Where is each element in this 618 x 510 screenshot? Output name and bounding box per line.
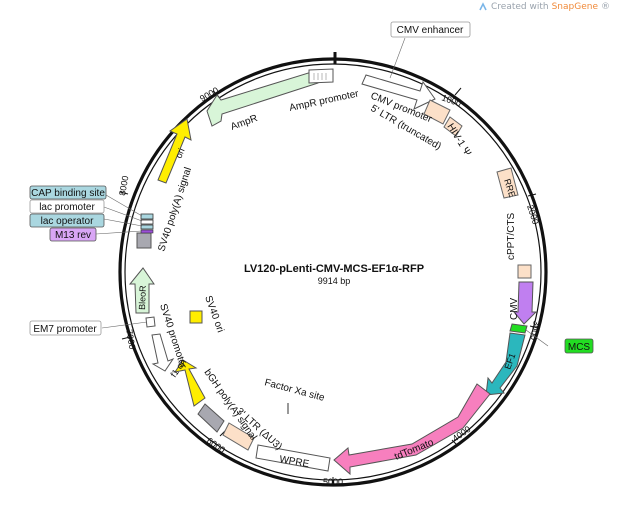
m13-rev-label: M13 rev <box>55 230 91 241</box>
rre-box[interactable] <box>496 167 519 199</box>
bgh-box[interactable] <box>197 403 225 433</box>
cap-label-box <box>29 185 107 200</box>
m13-rev-box[interactable] <box>140 229 154 234</box>
callout-lines <box>95 37 549 347</box>
em7-box[interactable] <box>145 316 156 328</box>
sv40-promoter-arrow[interactable] <box>151 333 175 372</box>
cmv-enhancer-arrow[interactable] <box>361 74 436 110</box>
registered-mark: ® <box>601 2 610 12</box>
hiv-psi-box[interactable] <box>443 116 463 137</box>
snapgene-logo-icon <box>479 2 487 11</box>
ampr-promoter-box[interactable] <box>308 68 334 84</box>
wpre-label: WPRE <box>278 454 310 470</box>
snapgene-watermark: Created with SnapGene® <box>478 2 610 12</box>
cmv-enhancer-label-box <box>390 21 471 38</box>
m13-label-box <box>49 227 97 242</box>
cmv-small-arrow[interactable] <box>512 281 538 325</box>
ampr-promoter-hatch <box>313 73 327 80</box>
ef1-arrow[interactable] <box>485 332 526 396</box>
cppt-box[interactable] <box>517 264 532 279</box>
tick-marks <box>119 87 539 485</box>
sv40-ori-box[interactable] <box>189 310 203 324</box>
lac-promoter-box[interactable] <box>140 219 154 225</box>
sv40-polya-box[interactable] <box>136 232 152 249</box>
cppt-label: cPPT/CTS <box>506 212 517 260</box>
lac-operator-label-box <box>29 213 105 228</box>
tick-label-5000: 5000 <box>323 477 343 487</box>
tick-label-3000: 3000 <box>529 320 542 341</box>
snapgene-brand: SnapGene <box>551 2 598 12</box>
lac-promoter-label-box <box>29 199 105 214</box>
plasmid-name: LV120-pLenti-CMV-MCS-EF1α-RFP <box>244 263 424 275</box>
mcs-label-box <box>564 338 594 354</box>
ori-label: ori <box>174 147 187 160</box>
mcs-box[interactable] <box>509 323 528 334</box>
ori-arrow[interactable] <box>157 118 192 184</box>
created-with-text: Created with <box>491 2 549 12</box>
cap-site-label: CAP binding site <box>31 188 105 199</box>
f1ori-arrow[interactable] <box>173 359 206 407</box>
wpre-box[interactable] <box>255 444 331 472</box>
tick-label-2000: 2000 <box>525 204 541 226</box>
tick-label-7000: 7000 <box>124 329 137 350</box>
mcs-label: MCS <box>568 342 591 353</box>
tdtomato-label: tdTomato <box>393 437 436 463</box>
lac-promoter-label: lac promoter <box>39 202 95 213</box>
ampr-label: AmpR <box>229 113 259 133</box>
factor-xa-label: Factor Xa site <box>263 377 326 404</box>
ltr3-box[interactable] <box>222 422 255 451</box>
cmv-enhancer-label: CMV enhancer <box>397 25 464 36</box>
tdtomato-arrow[interactable] <box>333 383 491 476</box>
bleor-arrow[interactable] <box>128 267 155 314</box>
ampr-arrow[interactable] <box>206 69 319 127</box>
em7-label-box <box>29 320 102 336</box>
em7-label: EM7 promoter <box>33 324 97 335</box>
cmv-small-label: CMV <box>509 297 520 320</box>
sv40-ori-label: SV40 ori <box>202 294 225 334</box>
ltr5-box[interactable] <box>423 99 451 125</box>
tick-label-6000: 6000 <box>205 435 227 455</box>
cap-site-box[interactable] <box>140 213 154 220</box>
bleor-label: BleoR <box>137 285 148 310</box>
tick-label-8000: 8000 <box>117 175 130 196</box>
plasmid-size: 9914 bp <box>318 276 351 286</box>
ampr-promoter-label: AmpR promoter <box>288 88 360 114</box>
lac-operator-label: lac operator <box>41 216 94 227</box>
lac-operator-box[interactable] <box>140 224 154 230</box>
